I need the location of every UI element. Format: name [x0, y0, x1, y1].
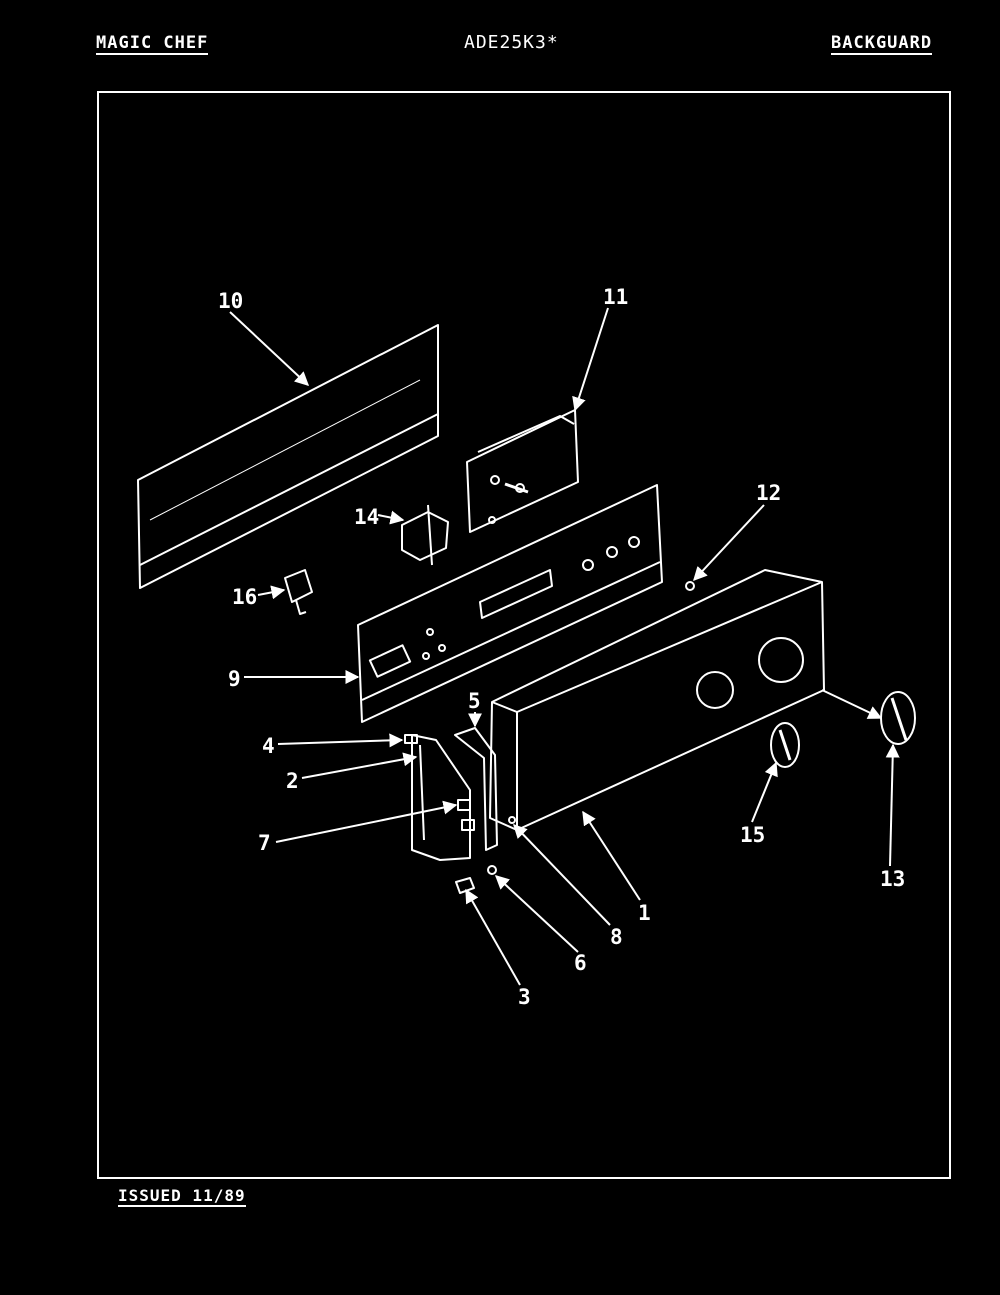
leader-13 [885, 743, 900, 867]
diagram-border [97, 91, 951, 1179]
screw-side [508, 816, 516, 824]
leader-14 [377, 510, 405, 525]
clock-timer [466, 409, 579, 533]
callout-4: 4 [262, 734, 275, 758]
control-panel [357, 484, 663, 723]
leader-11 [572, 307, 609, 412]
section-title: BACKGUARD [831, 33, 933, 55]
leader-6 [494, 875, 579, 953]
leader-8 [513, 823, 611, 926]
callout-6: 6 [574, 951, 587, 975]
issued-date: ISSUED 11/89 [118, 1186, 246, 1207]
leader-4 [277, 733, 404, 748]
screw-lower [487, 865, 497, 875]
knob-small [770, 722, 800, 768]
callout-14: 14 [354, 505, 379, 529]
callout-9: 9 [228, 667, 241, 691]
rear-panel [137, 324, 439, 589]
callout-16: 16 [232, 585, 257, 609]
terminal-block [284, 569, 313, 615]
leader-15 [751, 761, 778, 823]
bracket-lower [455, 877, 475, 894]
callout-10: 10 [218, 289, 243, 313]
callout-3: 3 [518, 985, 531, 1009]
callout-5: 5 [468, 689, 481, 713]
callout-15: 15 [740, 823, 765, 847]
callout-7: 7 [258, 831, 271, 855]
switch [401, 504, 449, 566]
callout-12: 12 [756, 481, 781, 505]
knob-large [880, 691, 916, 745]
callout-13: 13 [880, 867, 905, 891]
screw-top [685, 581, 695, 591]
leader-13b [821, 689, 883, 719]
leader-7 [275, 800, 458, 843]
callout-8: 8 [610, 925, 623, 949]
front-panel [489, 569, 825, 831]
model-number: ADE25K3* [464, 32, 559, 53]
brand-title: MAGIC CHEF [96, 33, 209, 55]
end-cap [411, 734, 471, 861]
leader-12 [693, 504, 765, 582]
trim-strip [454, 727, 498, 851]
leader-1 [582, 810, 641, 901]
bracket [404, 734, 418, 744]
leader-16 [257, 585, 286, 600]
callout-11: 11 [603, 285, 628, 309]
leader-3 [465, 888, 521, 986]
leader-10 [229, 311, 310, 386]
callout-1: 1 [638, 901, 651, 925]
clip [457, 799, 475, 831]
callout-2: 2 [286, 769, 299, 793]
leader-2 [301, 752, 418, 779]
